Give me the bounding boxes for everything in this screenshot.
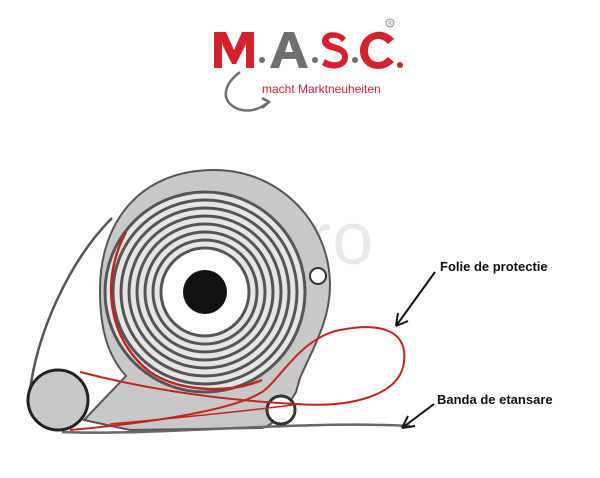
masc-logo: ® (206, 14, 406, 124)
logo-tagline: macht Marktneuheiten (262, 82, 381, 96)
logo-letter-m (214, 32, 254, 68)
arrow-banda-head-icon (401, 415, 416, 429)
arrow-folie-head-icon (395, 312, 409, 327)
left-roller (26, 368, 90, 432)
arrow-folie (395, 271, 436, 327)
sealing-band (61, 423, 411, 434)
film-on-coil (109, 231, 263, 391)
logo-letter-s (322, 32, 348, 69)
protective-film (69, 326, 406, 431)
protective-film-inner (109, 403, 301, 425)
registered-mark-icon (385, 18, 395, 28)
arrow-banda (401, 403, 435, 429)
belt-left (28, 217, 113, 391)
pin (309, 267, 327, 285)
logo-dot (352, 57, 358, 63)
label-protective-film: Folie de protectie (440, 259, 548, 274)
logo-dot (259, 57, 265, 63)
logo-swoosh-icon (224, 71, 267, 112)
registered-mark-text: ® (388, 21, 393, 28)
logo-dot (397, 62, 403, 68)
small-roller (265, 394, 297, 426)
hub (183, 270, 227, 314)
masc-logo-graphic: ® (214, 18, 403, 112)
logo-dot (312, 57, 318, 63)
logo-letter-a (270, 32, 308, 68)
logo-arrowhead-icon (261, 96, 272, 109)
label-sealing-band: Banda de etansare (437, 392, 553, 407)
logo-letter-c (360, 31, 394, 69)
